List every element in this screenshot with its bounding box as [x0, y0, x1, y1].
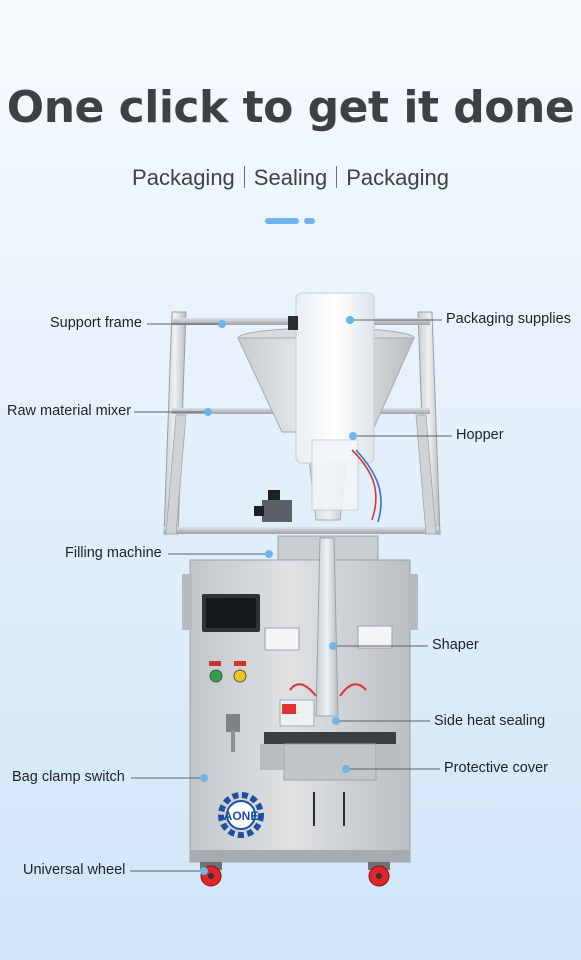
- marker-dots: [200, 316, 357, 875]
- label-side-heat-sealing: Side heat sealing: [434, 713, 546, 729]
- subtitle-item-2: Sealing: [253, 165, 328, 190]
- leader-lines: [130, 319, 452, 872]
- subtitle-item-3: Packaging: [346, 165, 449, 190]
- decor-bar-long: [265, 218, 299, 224]
- subtitle: Packaging Sealing Packaging: [0, 165, 581, 191]
- label-raw-material-mixer: Raw material mixer: [7, 403, 132, 419]
- brand-name: AONE: [224, 809, 259, 823]
- label-protective-cover: Protective cover: [444, 760, 548, 776]
- label-shaper: Shaper: [432, 637, 479, 653]
- label-filling-machine: Filling machine: [65, 545, 162, 561]
- packaging-film-roll: [288, 292, 375, 511]
- label-bag-clamp-switch: Bag clamp switch: [12, 769, 125, 785]
- label-packaging-supplies: Packaging supplies: [446, 311, 571, 327]
- label-support-frame: Support frame: [50, 315, 142, 331]
- page-title: One click to get it done: [6, 82, 575, 133]
- subtitle-item-1: Packaging: [132, 165, 235, 190]
- label-universal-wheel: Universal wheel: [23, 862, 126, 878]
- subtitle-divider: [336, 166, 338, 188]
- label-hopper: Hopper: [456, 427, 504, 443]
- machine-body: [182, 537, 418, 863]
- universal-wheels: [200, 862, 390, 887]
- decor-bar-short: [304, 218, 315, 224]
- subtitle-divider: [243, 166, 245, 188]
- brand-logo: AONE: [218, 792, 264, 838]
